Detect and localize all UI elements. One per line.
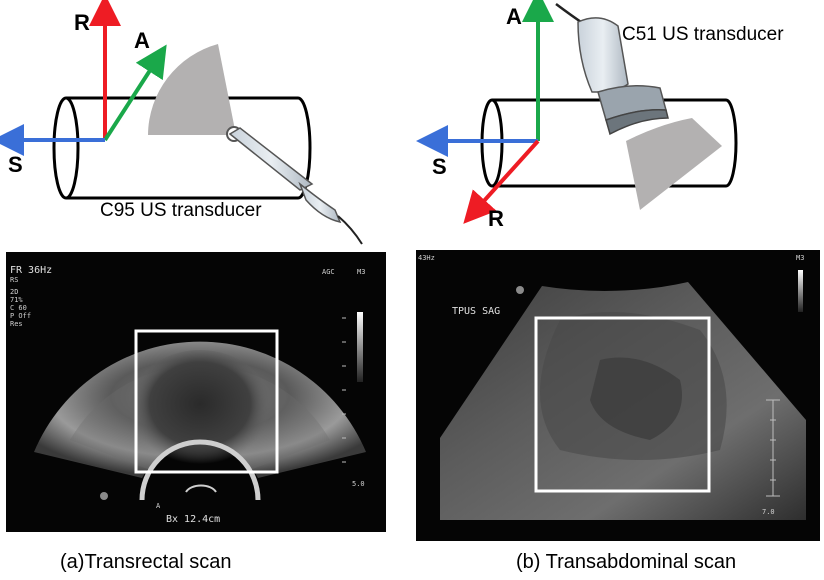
c51-transducer-label: C51 US transducer: [622, 24, 784, 45]
c51-transducer-icon: [555, 2, 669, 136]
bx-text-a: Bx 12.4cm: [166, 514, 220, 525]
a-axis-arrow-a: [103, 44, 167, 142]
ultrasound-fan-b: [626, 118, 722, 210]
c95-transducer-icon: [226, 126, 363, 245]
caption-b: (b) Transabdominal scan: [516, 551, 736, 573]
depth-scale-b: [766, 399, 780, 497]
depth-text-b: 7.0: [762, 508, 775, 516]
orientation-dot-a: [100, 492, 108, 500]
frame-rate-text-b: 43Hz: [418, 254, 435, 262]
res-text-a: Res: [10, 320, 23, 328]
r-axis-arrow-b: [463, 139, 540, 224]
map-text-b: M3: [796, 254, 804, 262]
frame-rate-text-a: FR 36Hz: [10, 265, 52, 276]
a-axis-label-b: A: [506, 4, 522, 29]
ultrasound-fan-a: [148, 44, 236, 135]
s-axis-label-b: S: [432, 154, 447, 179]
grey-scale-bar-b: [798, 270, 803, 312]
gain-text-a: 71%: [10, 296, 23, 304]
depth-scale-a: [342, 317, 346, 463]
marker-text-a: A: [156, 502, 161, 510]
rs-text-a: RS: [10, 276, 18, 284]
transabdominal-us-image: 43Hz TPUS SAG M3 7.0: [416, 250, 820, 541]
pelvis-cylinder-a: [52, 96, 312, 200]
mode-text-a: 2D: [10, 288, 18, 296]
p-text-a: P Off: [10, 312, 31, 320]
s-axis-label-a: S: [8, 152, 23, 177]
panel-a-diagram: R A S C95 US transducer: [0, 0, 363, 245]
c-text-a: C 60: [10, 304, 27, 312]
transrectal-us-image: FR 36Hz RS 2D 71% C 60 P Off Res AGC M3 …: [6, 252, 386, 532]
tpus-sag-label: TPUS SAG: [452, 306, 500, 317]
orientation-dot-b: [516, 286, 524, 294]
caption-a: (a)Transrectal scan: [60, 551, 232, 573]
roi-box-b: [534, 316, 711, 493]
c95-transducer-label: C95 US transducer: [100, 200, 262, 221]
map-text-a: M3: [357, 268, 365, 276]
agc-text-a: AGC: [322, 268, 335, 276]
roi-box-a: [134, 329, 279, 474]
r-axis-label-b: R: [488, 206, 504, 231]
panel-b-diagram: A S R C51 US transducer: [416, 0, 784, 231]
grey-scale-bar-a: [357, 312, 363, 382]
a-axis-label-a: A: [134, 28, 150, 53]
depth-text-a: 5.0: [352, 480, 365, 488]
r-axis-label-a: R: [74, 10, 90, 35]
